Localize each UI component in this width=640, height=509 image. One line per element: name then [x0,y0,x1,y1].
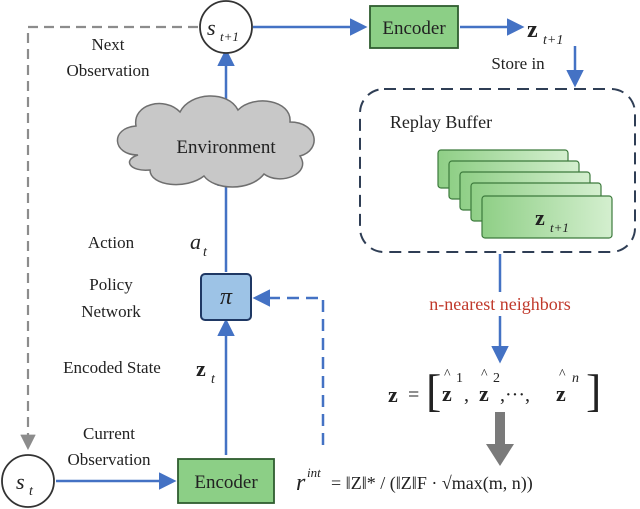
replay-buffer: Replay Buffer z t+1 [359,88,636,253]
svg-text:[: [ [426,365,441,416]
svg-text:=: = [408,384,419,406]
svg-text:π: π [220,284,233,310]
svg-text:n: n [572,371,579,386]
svg-text:= ‖Z‖* / (‖Z‖F · √max(m, n)): = ‖Z‖* / (‖Z‖F · √max(m, n)) [331,473,533,494]
encoded-state-label: Encoded State [63,358,161,377]
svg-text:z: z [527,17,538,43]
buffer-card-z: z [535,205,545,230]
svg-text:Environment: Environment [176,137,276,158]
svg-text:,: , [464,384,469,406]
next-observation-feedback-arrow [20,25,198,451]
environment-cloud: Environment [116,95,315,188]
svg-text:int: int [307,465,321,480]
svg-text:z: z [196,356,206,381]
encoder-bottom: Encoder [177,458,275,504]
svg-text:z: z [556,381,566,406]
svg-text:r: r [296,470,306,496]
nearest-neighbors-label: n-nearest neighbors [429,294,570,314]
next-observation-label: Next [91,35,124,54]
svg-text:z: z [388,382,398,407]
svg-text:^: ^ [481,367,488,382]
encoder-top: Encoder [369,5,459,49]
action-symbol: a t [190,229,208,260]
svg-text:s: s [16,469,25,494]
current-observation-label: Current [83,424,135,443]
svg-text:]: ] [586,365,601,416]
svg-text:t: t [29,484,34,499]
next-state-node: s t+1 [199,0,253,54]
policy-network-label: Policy [89,275,133,294]
svg-text:2: 2 [493,371,500,386]
intrinsic-reward-arrow [252,289,325,445]
latent-z-current: z t [196,356,216,387]
buffer-card-z-sub: t+1 [550,220,569,235]
neighbor-matrix: z = [ ^ z 1 , ^ z 2 ,···, ^ z n ] [388,365,601,416]
svg-text:^: ^ [559,367,566,382]
svg-text:s: s [207,15,216,40]
buffer-card-5 [481,195,613,239]
current-state-node: s t [1,454,55,508]
current-observation-label-line2: Observation [67,450,151,469]
svg-text:^: ^ [444,367,451,382]
svg-text:,···,: ,···, [500,384,530,406]
svg-text:t+1: t+1 [543,33,563,48]
next-observation-label-line2: Observation [66,61,150,80]
svg-text:z: z [442,381,452,406]
svg-text:Encoder: Encoder [382,18,446,39]
matrix-to-reward-arrowhead [486,444,514,466]
svg-text:Encoder: Encoder [194,472,258,493]
action-label: Action [88,233,135,252]
svg-text:t: t [203,245,208,260]
policy-network-label-line2: Network [81,302,141,321]
svg-text:a: a [190,229,201,254]
intrinsic-reward-formula: r int = ‖Z‖* / (‖Z‖F · √max(m, n)) [296,465,533,496]
svg-text:Replay Buffer: Replay Buffer [390,112,492,132]
svg-text:t: t [211,372,216,387]
svg-text:t+1: t+1 [220,29,239,44]
store-in-label: Store in [491,54,545,73]
svg-text:z: z [479,381,489,406]
latent-z-next: z t+1 [527,17,563,48]
policy-node: π [200,273,252,321]
svg-text:1: 1 [456,371,463,386]
